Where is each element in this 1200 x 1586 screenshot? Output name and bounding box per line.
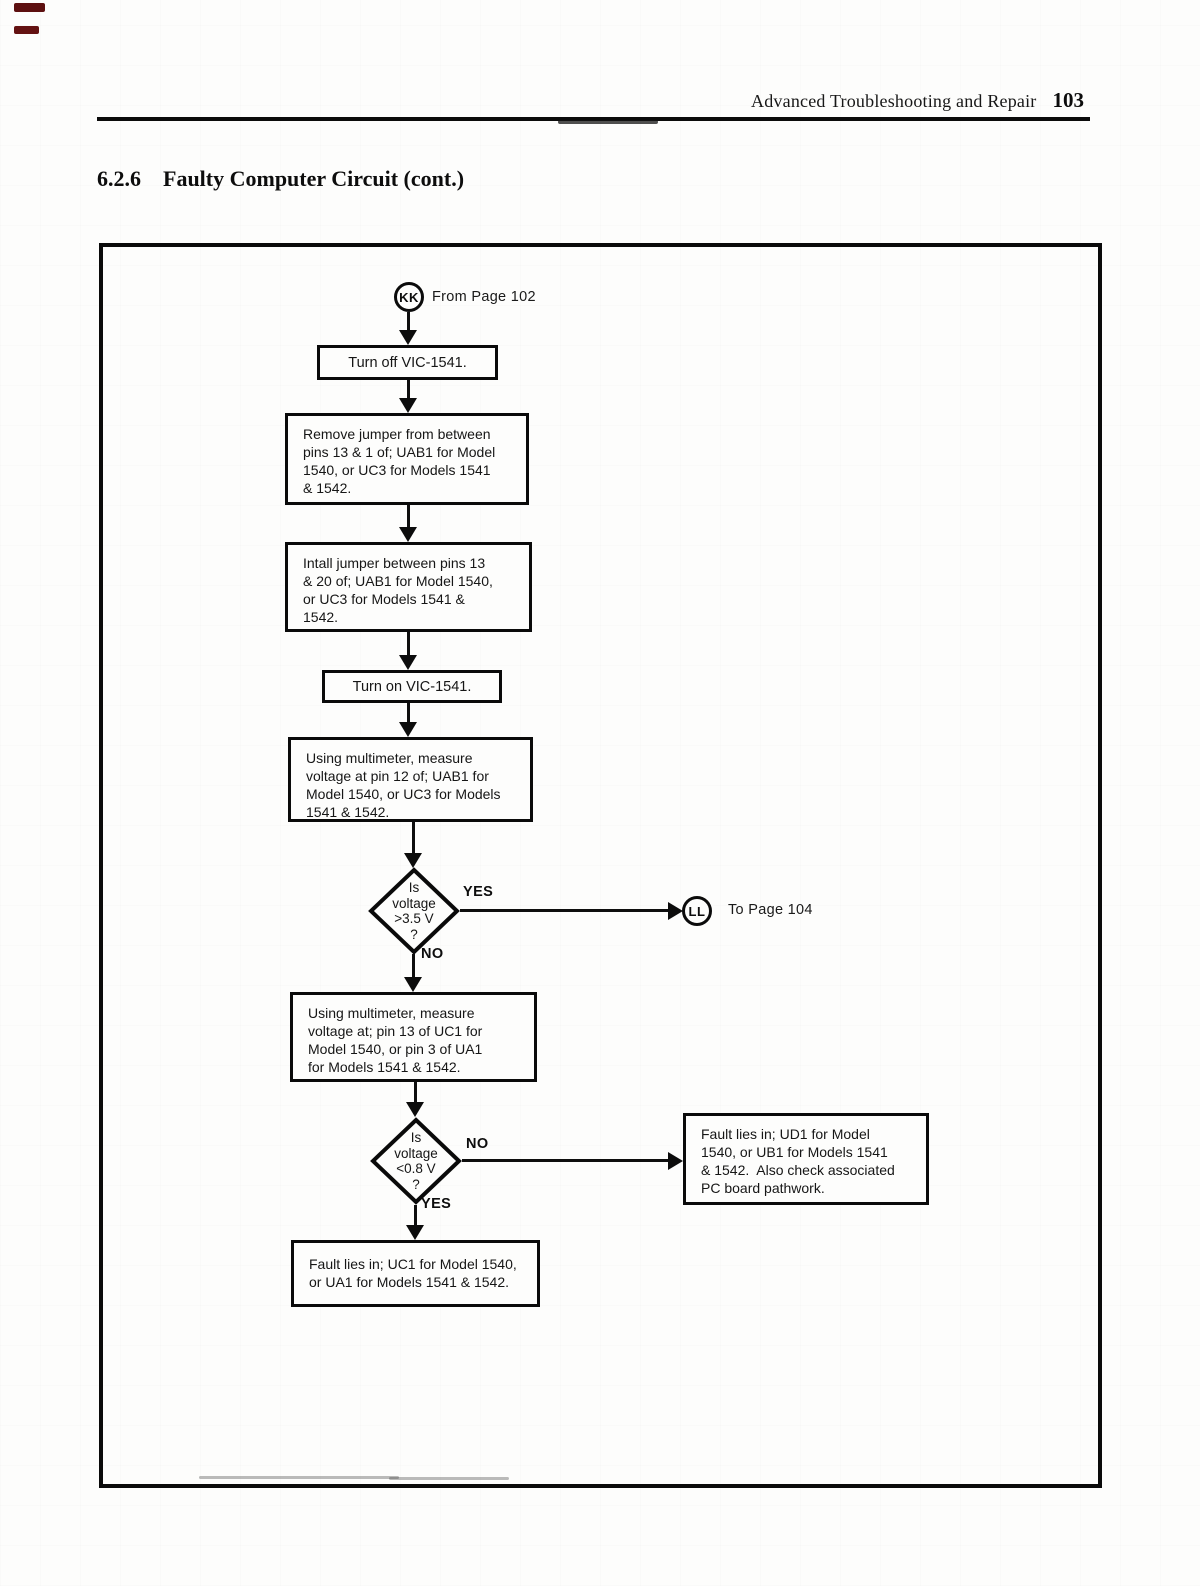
arrow-down-icon (399, 655, 417, 670)
decision2-question: Is voltage <0.8 V ? (394, 1130, 438, 1192)
step-fault-uc1-box: Fault lies in; UC1 for Model 1540, or UA… (291, 1240, 540, 1307)
flow-line (407, 505, 410, 528)
flow-line (460, 909, 669, 912)
flow-line (414, 1205, 417, 1226)
step-turn-off-box: Turn off VIC-1541. (317, 345, 498, 380)
flow-line (407, 632, 410, 656)
diamond-shape (370, 1117, 462, 1205)
decision-voltage-lt-0-8: Is voltage <0.8 V ? (370, 1117, 462, 1205)
scan-artifact-smudge (558, 120, 658, 124)
flow-line (414, 1082, 417, 1103)
arrow-down-icon (399, 330, 417, 345)
page-number: 103 (1052, 88, 1085, 112)
step-install-jumper-text: Intall jumper between pins 13 & 20 of; U… (303, 555, 493, 625)
decision-voltage-gt-3-5: Is voltage >3.5 V ? (368, 867, 460, 955)
running-header-title: Advanced Troubleshooting and Repair (751, 91, 1037, 111)
flow-line (407, 312, 410, 331)
step-install-jumper-box: Intall jumper between pins 13 & 20 of; U… (285, 542, 532, 632)
decision1-question: Is voltage >3.5 V ? (392, 880, 436, 942)
page-header: Advanced Troubleshooting and Repair 103 (97, 88, 1090, 114)
step-measure-pin13-box: Using multimeter, measure voltage at; pi… (290, 992, 537, 1082)
decision1-no-label: NO (421, 946, 444, 962)
step-remove-jumper-text: Remove jumper from between pins 13 & 1 o… (303, 426, 496, 496)
entry-caption: From Page 102 (432, 289, 536, 305)
decision2-yes-label: YES (421, 1196, 452, 1212)
arrow-down-icon (406, 1225, 424, 1240)
step-fault-ud1-box: Fault lies in; UD1 for Model 1540, or UB… (683, 1113, 929, 1205)
connector-ll-label: LL (688, 903, 706, 919)
arrow-down-icon (404, 853, 422, 868)
arrow-down-icon (399, 527, 417, 542)
flow-line (462, 1159, 668, 1162)
section-number: 6.2.6 (97, 166, 141, 191)
section-heading: 6.2.6 Faulty Computer Circuit (cont.) (97, 166, 464, 192)
step-turn-on-text: Turn on VIC-1541. (352, 678, 472, 695)
flow-line (412, 822, 415, 854)
step-measure-pin13-text: Using multimeter, measure voltage at; pi… (308, 1005, 483, 1075)
step-fault-ud1-text: Fault lies in; UD1 for Model 1540, or UB… (701, 1126, 895, 1196)
arrow-down-icon (406, 1102, 424, 1117)
header-rule (97, 117, 1090, 121)
step-fault-uc1-text: Fault lies in; UC1 for Model 1540, or UA… (309, 1256, 517, 1290)
flowchart-frame (99, 243, 1102, 1488)
scan-artifact-mark (14, 26, 39, 34)
flow-line (407, 703, 410, 723)
arrow-down-icon (399, 722, 417, 737)
scan-artifact-smudge (199, 1476, 399, 1479)
arrow-down-icon (404, 977, 422, 992)
step-measure-pin12-box: Using multimeter, measure voltage at pin… (288, 737, 533, 822)
connector-kk-circle: KK (394, 282, 424, 312)
exit-caption: To Page 104 (728, 902, 813, 918)
connector-kk-label: KK (399, 289, 419, 305)
flowchart: KK From Page 102 Turn off VIC-1541. Remo… (99, 243, 1102, 1488)
step-turn-off-text: Turn off VIC-1541. (348, 354, 467, 371)
arrow-right-icon (668, 1152, 683, 1170)
diamond-shape (368, 867, 460, 955)
step-remove-jumper-box: Remove jumper from between pins 13 & 1 o… (285, 413, 529, 505)
step-measure-pin12-text: Using multimeter, measure voltage at pin… (306, 750, 501, 820)
arrow-down-icon (399, 398, 417, 413)
decision2-no-label: NO (466, 1136, 489, 1152)
section-title: Faulty Computer Circuit (cont.) (163, 166, 465, 191)
flow-line (412, 954, 415, 978)
arrow-right-icon (668, 902, 683, 920)
scan-artifact-mark (14, 3, 45, 12)
connector-ll-circle: LL (682, 896, 712, 926)
flow-line (407, 380, 410, 399)
step-turn-on-box: Turn on VIC-1541. (322, 670, 502, 703)
scan-artifact-smudge (389, 1477, 509, 1480)
decision1-yes-label: YES (463, 884, 494, 900)
